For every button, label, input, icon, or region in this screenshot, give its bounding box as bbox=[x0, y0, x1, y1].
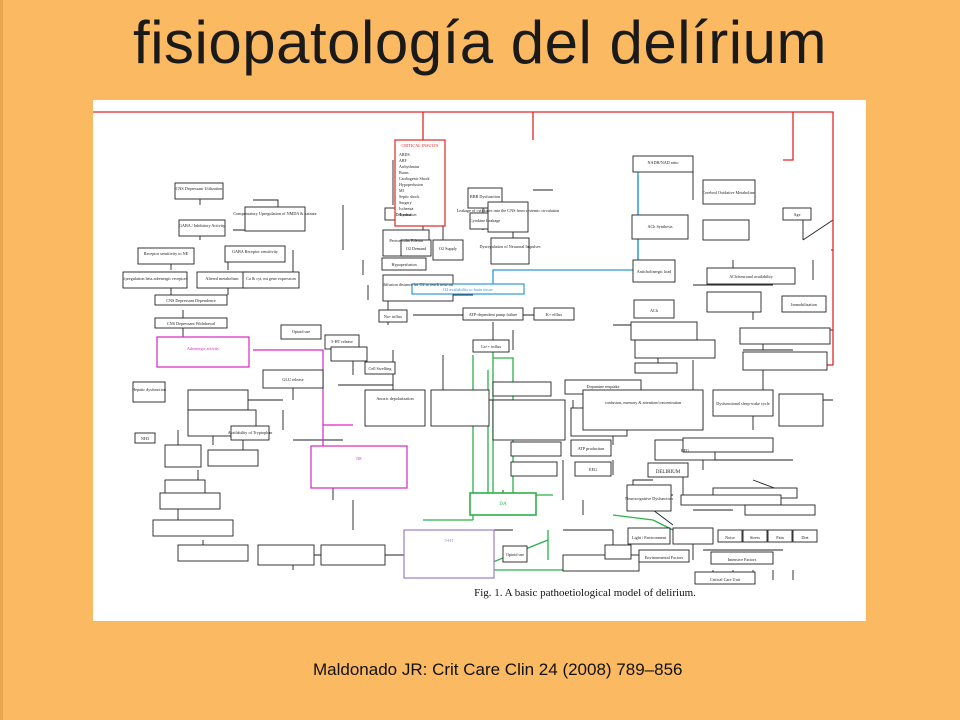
figure-caption: Fig. 1. A basic pathoetiological model o… bbox=[474, 587, 696, 599]
label-cell-swelling: Cell Swelling bbox=[369, 366, 393, 371]
label-memory: confusion, memory & attention/concentrat… bbox=[605, 400, 682, 406]
label-hypoperfusion: Hypoperfusion bbox=[391, 262, 417, 267]
label-o2-supply: O2 Supply bbox=[439, 246, 458, 251]
label-o2-availability: O2 availability to brain tissue bbox=[443, 287, 493, 292]
label-cns-depressant: CNS Depressant Utilization bbox=[176, 186, 224, 191]
label-o2-demand: O2 Demand bbox=[406, 246, 427, 251]
label-bbb: BBB Dysfunction bbox=[470, 194, 501, 199]
label-opioid-use-2: Opioid use bbox=[506, 552, 524, 557]
critical-item: Surgery bbox=[399, 200, 412, 205]
ne-box bbox=[310, 445, 408, 489]
green-connectors bbox=[423, 345, 694, 571]
label-nadh: NADH/NAD ratio bbox=[647, 160, 678, 165]
label-cns-withdrawal: CNS Depressant Withdrawal bbox=[167, 321, 216, 326]
label-dysregulation: Dysregulation of Neuronal Impulses bbox=[479, 244, 540, 249]
critical-item: Burns bbox=[399, 170, 409, 175]
label-na-influx: Na+ influx bbox=[384, 314, 403, 319]
label-anticholinergic: Anticholinergic load bbox=[637, 269, 672, 274]
label-stress: Stress bbox=[750, 535, 760, 540]
label-sleep: Dysfunctional sleep-wake cycle bbox=[716, 401, 770, 406]
critical-insults-box bbox=[394, 139, 446, 227]
citation: Maldonado JR: Crit Care Clin 24 (2008) 7… bbox=[313, 660, 683, 679]
label-age: Age bbox=[794, 212, 801, 217]
label-ca-influx: Ca++ influx bbox=[481, 344, 502, 349]
label-opioid-use: Opioid use bbox=[292, 329, 310, 334]
label-cns-dependence: CNS Depressant Dependence bbox=[166, 298, 216, 303]
critical-item: MI bbox=[399, 188, 405, 193]
critical-item: Trauma bbox=[399, 212, 412, 217]
slide-left-border bbox=[0, 0, 3, 720]
label-light: Light / Environment bbox=[632, 535, 667, 540]
label-ach: ACh bbox=[650, 308, 659, 313]
label-leakage-cytokines: Leakage of cytokines into the CNS from s… bbox=[457, 208, 560, 213]
label-upregulation: Upregulation beta adrenergic receptors bbox=[122, 276, 188, 281]
black-boxes bbox=[122, 155, 831, 585]
critical-item: Ischemia bbox=[399, 206, 414, 211]
label-environmental: Environmental Factors bbox=[645, 555, 684, 560]
label-ach-synthesis: ACh Synthesis bbox=[647, 224, 672, 229]
flowchart-figure: CNS Depressant Utilization GABA / Inhibi… bbox=[93, 100, 866, 621]
label-da: DA bbox=[499, 502, 507, 507]
label-hepatic: Hepatic dysfunction bbox=[132, 387, 167, 392]
critical-item: Arrhythmias bbox=[399, 164, 420, 169]
label-dopamine-reuptake: Dopamine reuptake bbox=[587, 384, 620, 389]
o2-availability-box bbox=[411, 283, 525, 295]
adrenergic-activity-box bbox=[156, 336, 250, 368]
label-eeg-right: EEG bbox=[681, 448, 689, 453]
label-atp-production: ATP production bbox=[578, 446, 605, 451]
label-neurocognitive: Neurocognitive Dysfunction bbox=[625, 496, 674, 501]
label-gene-expression: Ca & cyt, mt gene expression bbox=[246, 276, 296, 282]
label-k-efflux: K+ efflux bbox=[546, 312, 563, 317]
slide-title: fisiopatología del delírium bbox=[133, 9, 827, 76]
da-box bbox=[469, 492, 537, 516]
label-eeg-left: EEG bbox=[589, 467, 597, 472]
label-cerebral: Cerebral Oxidative Metabolism bbox=[702, 190, 756, 195]
label-receptor-sens: Receptor sensitivity to NE bbox=[144, 251, 189, 256]
label-tryptophan: Availability of Tryptophan bbox=[228, 430, 273, 435]
label-adrenergic: Adrenergic activity bbox=[187, 346, 220, 351]
critical-item: Cardiogenic Shock bbox=[399, 176, 430, 181]
critical-insults-list: CRITICAL INSULTS ARDS ARF Arrhythmias Bu… bbox=[399, 143, 439, 217]
label-altered-metab: Altered metabolism bbox=[205, 276, 239, 281]
ht-box bbox=[403, 529, 495, 579]
label-immobilization: Immobilization bbox=[791, 302, 818, 307]
critical-item: ARDS bbox=[399, 152, 410, 157]
label-nh3: NH3 bbox=[141, 436, 149, 441]
flowchart-diagram: CNS Depressant Utilization GABA / Inhibi… bbox=[93, 111, 834, 599]
label-ht-release: 5-HT release bbox=[331, 339, 353, 344]
critical-item: Hypoperfusion bbox=[399, 182, 423, 187]
label-compensatory: Compensatory Upregulation of NMDA & kain… bbox=[233, 211, 316, 216]
label-dehydration: Dehydration bbox=[396, 212, 418, 217]
label-diet: Diet bbox=[801, 535, 809, 540]
label-delirium: DELIRIUM bbox=[656, 470, 681, 475]
critical-heading: CRITICAL INSULTS bbox=[401, 143, 439, 148]
label-ach-availability: ACh/neuronal availability bbox=[729, 274, 774, 279]
label-perivascular: Perivascular Edema bbox=[389, 238, 423, 243]
label-noise: Noise bbox=[725, 535, 735, 540]
label-intensive-factors: Intensive Factors bbox=[728, 557, 757, 562]
label-ne: NE bbox=[356, 456, 362, 461]
label-atp-pumps: ATP-dependent pump failure bbox=[469, 312, 518, 317]
critical-item: Septic shock bbox=[399, 194, 419, 199]
label-diffusion: diffusion distance for O2 to reach neuro… bbox=[383, 282, 454, 287]
label-gaba-receptor: GABA Receptor sensitivity bbox=[232, 249, 279, 254]
label-pain: Pain bbox=[776, 535, 784, 540]
label-anoxic: Anoxic depolarization bbox=[376, 396, 414, 401]
label-gaba-inhibitory: GABA / Inhibitory Activity bbox=[179, 223, 226, 228]
box-labels: CNS Depressant Utilization GABA / Inhibi… bbox=[122, 160, 817, 582]
label-5ht: 5-HT bbox=[444, 538, 454, 543]
label-critical-care: Critical Care Unit bbox=[710, 577, 741, 582]
critical-item: ARF bbox=[399, 158, 408, 163]
label-glu-release: GLU release bbox=[282, 377, 303, 382]
label-cytokine-leak: Cytokine Leakage bbox=[470, 218, 501, 223]
